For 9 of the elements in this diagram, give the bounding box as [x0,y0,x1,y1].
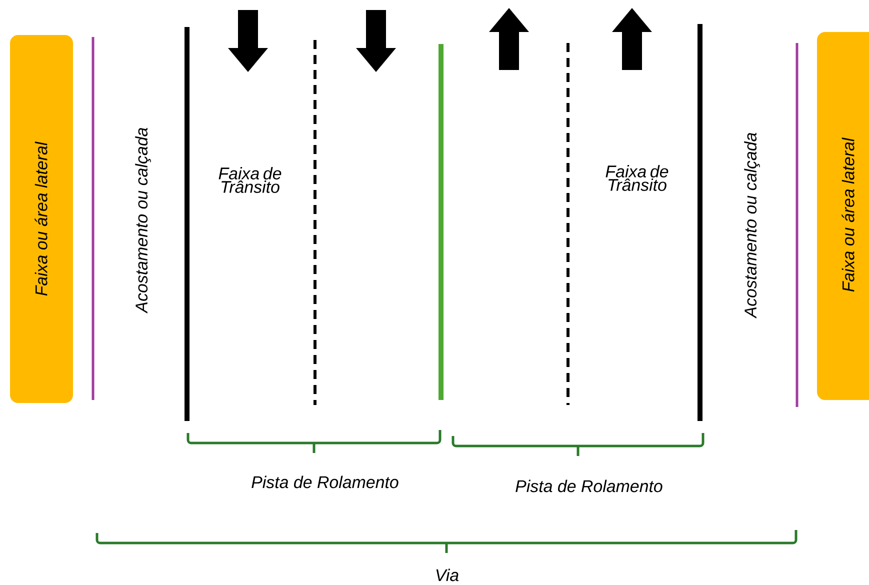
label: Via [436,568,459,582]
label: Faixa de Trânsito [218,167,282,193]
label: Faixa de Trânsito [606,165,668,191]
label: Pista de Rolamento [252,476,398,488]
label: Pista de Rolamento [516,480,662,492]
label: Acostamento ou calçada [135,128,151,314]
side-area-box: Faixa ou área lateral [10,35,73,403]
label: Acostamento ou calçada [744,132,760,319]
side-area-box: Faixa ou área lateral [817,32,869,400]
